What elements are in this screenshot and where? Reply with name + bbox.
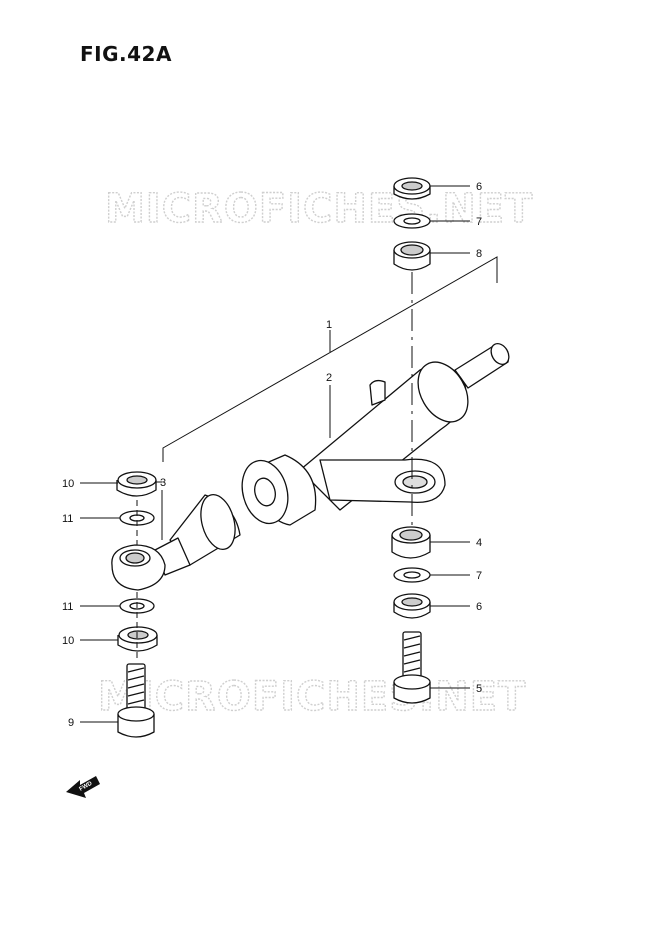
callout-1-bracket	[156, 256, 498, 483]
bolt-5	[393, 631, 431, 704]
assembly-axes	[136, 272, 413, 660]
callout-6-top: 6	[476, 181, 482, 193]
bushing-6-top	[393, 177, 431, 200]
callout-11-bottom: 11	[62, 601, 73, 613]
watermark-bottom: MICROFICHES.NET	[98, 674, 526, 720]
bolt-9	[117, 663, 155, 738]
callout-11-top: 11	[62, 513, 73, 525]
figure-title: FIG.42A	[80, 42, 172, 66]
callout-10-top: 10	[62, 478, 74, 490]
watermark-top: MICROFICHES.NET	[105, 186, 533, 232]
callout-2: 2	[326, 372, 332, 384]
callout-1: 1	[326, 319, 332, 331]
callout-5: 5	[476, 683, 482, 695]
fwd-arrow-icon: FWD	[66, 776, 100, 798]
callout-4: 4	[476, 537, 482, 549]
callout-6-bottom: 6	[476, 601, 482, 613]
cylinder-collar	[241, 454, 317, 526]
bushing-6-bottom	[393, 593, 431, 619]
callout-9: 9	[68, 717, 74, 729]
washer-7-top	[393, 213, 431, 229]
damper-rod	[454, 343, 510, 389]
callout-labels: 1 2 3 4 5 6 6 7 7 8 9 10 10 11 11	[62, 181, 482, 729]
rod-end-eye	[111, 544, 166, 591]
spacer-8	[393, 241, 431, 271]
callout-3: 3	[160, 477, 166, 489]
washer-7-bottom	[393, 567, 431, 583]
callout-10-bottom: 10	[62, 635, 74, 647]
damper-body	[299, 361, 469, 511]
bushing-10-bottom	[117, 626, 158, 652]
callout-7-bottom: 7	[476, 570, 482, 582]
spacer-4	[391, 526, 431, 559]
bushing-10-top	[116, 471, 157, 497]
cone-end	[154, 493, 241, 576]
callout-7-top: 7	[476, 216, 482, 228]
callout-8: 8	[476, 248, 482, 260]
leader-lines	[80, 185, 470, 723]
